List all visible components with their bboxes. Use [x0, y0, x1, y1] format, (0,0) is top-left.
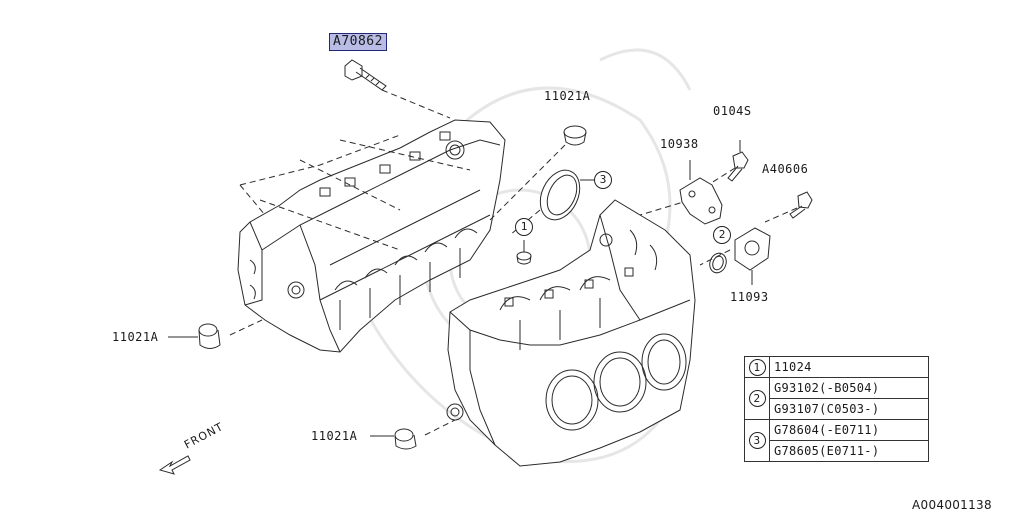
plug-bottom [370, 428, 417, 450]
part-label-11021a-top[interactable]: 11021A [544, 89, 591, 103]
legend-table: 1 11024 2 G93102(-B0504) G93107(C0503-) … [744, 356, 929, 462]
legend-part[interactable]: G93107(C0503-) [769, 398, 929, 420]
plug-left [168, 323, 221, 349]
callout-2: 2 [713, 226, 731, 244]
legend-row: 2 G93102(-B0504) [744, 377, 929, 420]
callout-3: 3 [594, 171, 612, 189]
part-label-11021a-left[interactable]: 11021A [112, 330, 159, 344]
part-label-10938[interactable]: 10938 [660, 137, 699, 151]
document-id: A004001138 [912, 498, 992, 512]
legend-row: G78605(E0711-) [745, 440, 929, 462]
part-label-11093[interactable]: 11093 [730, 290, 769, 304]
legend-part[interactable]: G93102(-B0504) [769, 377, 929, 399]
o-ring [709, 252, 727, 274]
legend-row: G93107(C0503-) [745, 398, 929, 420]
legend-part[interactable]: 11024 [769, 356, 929, 378]
legend-part[interactable]: G78604(-E0711) [769, 419, 929, 441]
leader-lines [229, 89, 798, 436]
legend-num: 3 [748, 432, 766, 449]
left-block-half [237, 119, 506, 353]
part-label-11021a-bottom[interactable]: 11021A [311, 429, 358, 443]
plug-top [563, 125, 587, 146]
part-label-0104s[interactable]: 0104S [713, 104, 752, 118]
part-label-a70862[interactable]: A70862 [329, 33, 387, 51]
legend-num: 2 [748, 390, 766, 407]
bracket [679, 160, 723, 225]
bolt-right [789, 191, 813, 219]
legend-row: 3 G78604(-E0711) [744, 419, 929, 462]
crank-seal [539, 169, 596, 221]
front-arrow-icon [158, 455, 191, 475]
part-label-a40606[interactable]: A40606 [762, 162, 809, 176]
callout-1: 1 [515, 218, 533, 236]
legend-num: 1 [748, 358, 766, 376]
dowel-pin [516, 240, 532, 265]
bolt-right-top [727, 140, 749, 182]
legend-part[interactable]: G78605(E0711-) [769, 440, 929, 462]
legend-row: 1 11024 [744, 356, 929, 378]
bolt-top [344, 59, 387, 91]
right-block-half [446, 199, 696, 467]
gasket-plate [734, 227, 771, 285]
